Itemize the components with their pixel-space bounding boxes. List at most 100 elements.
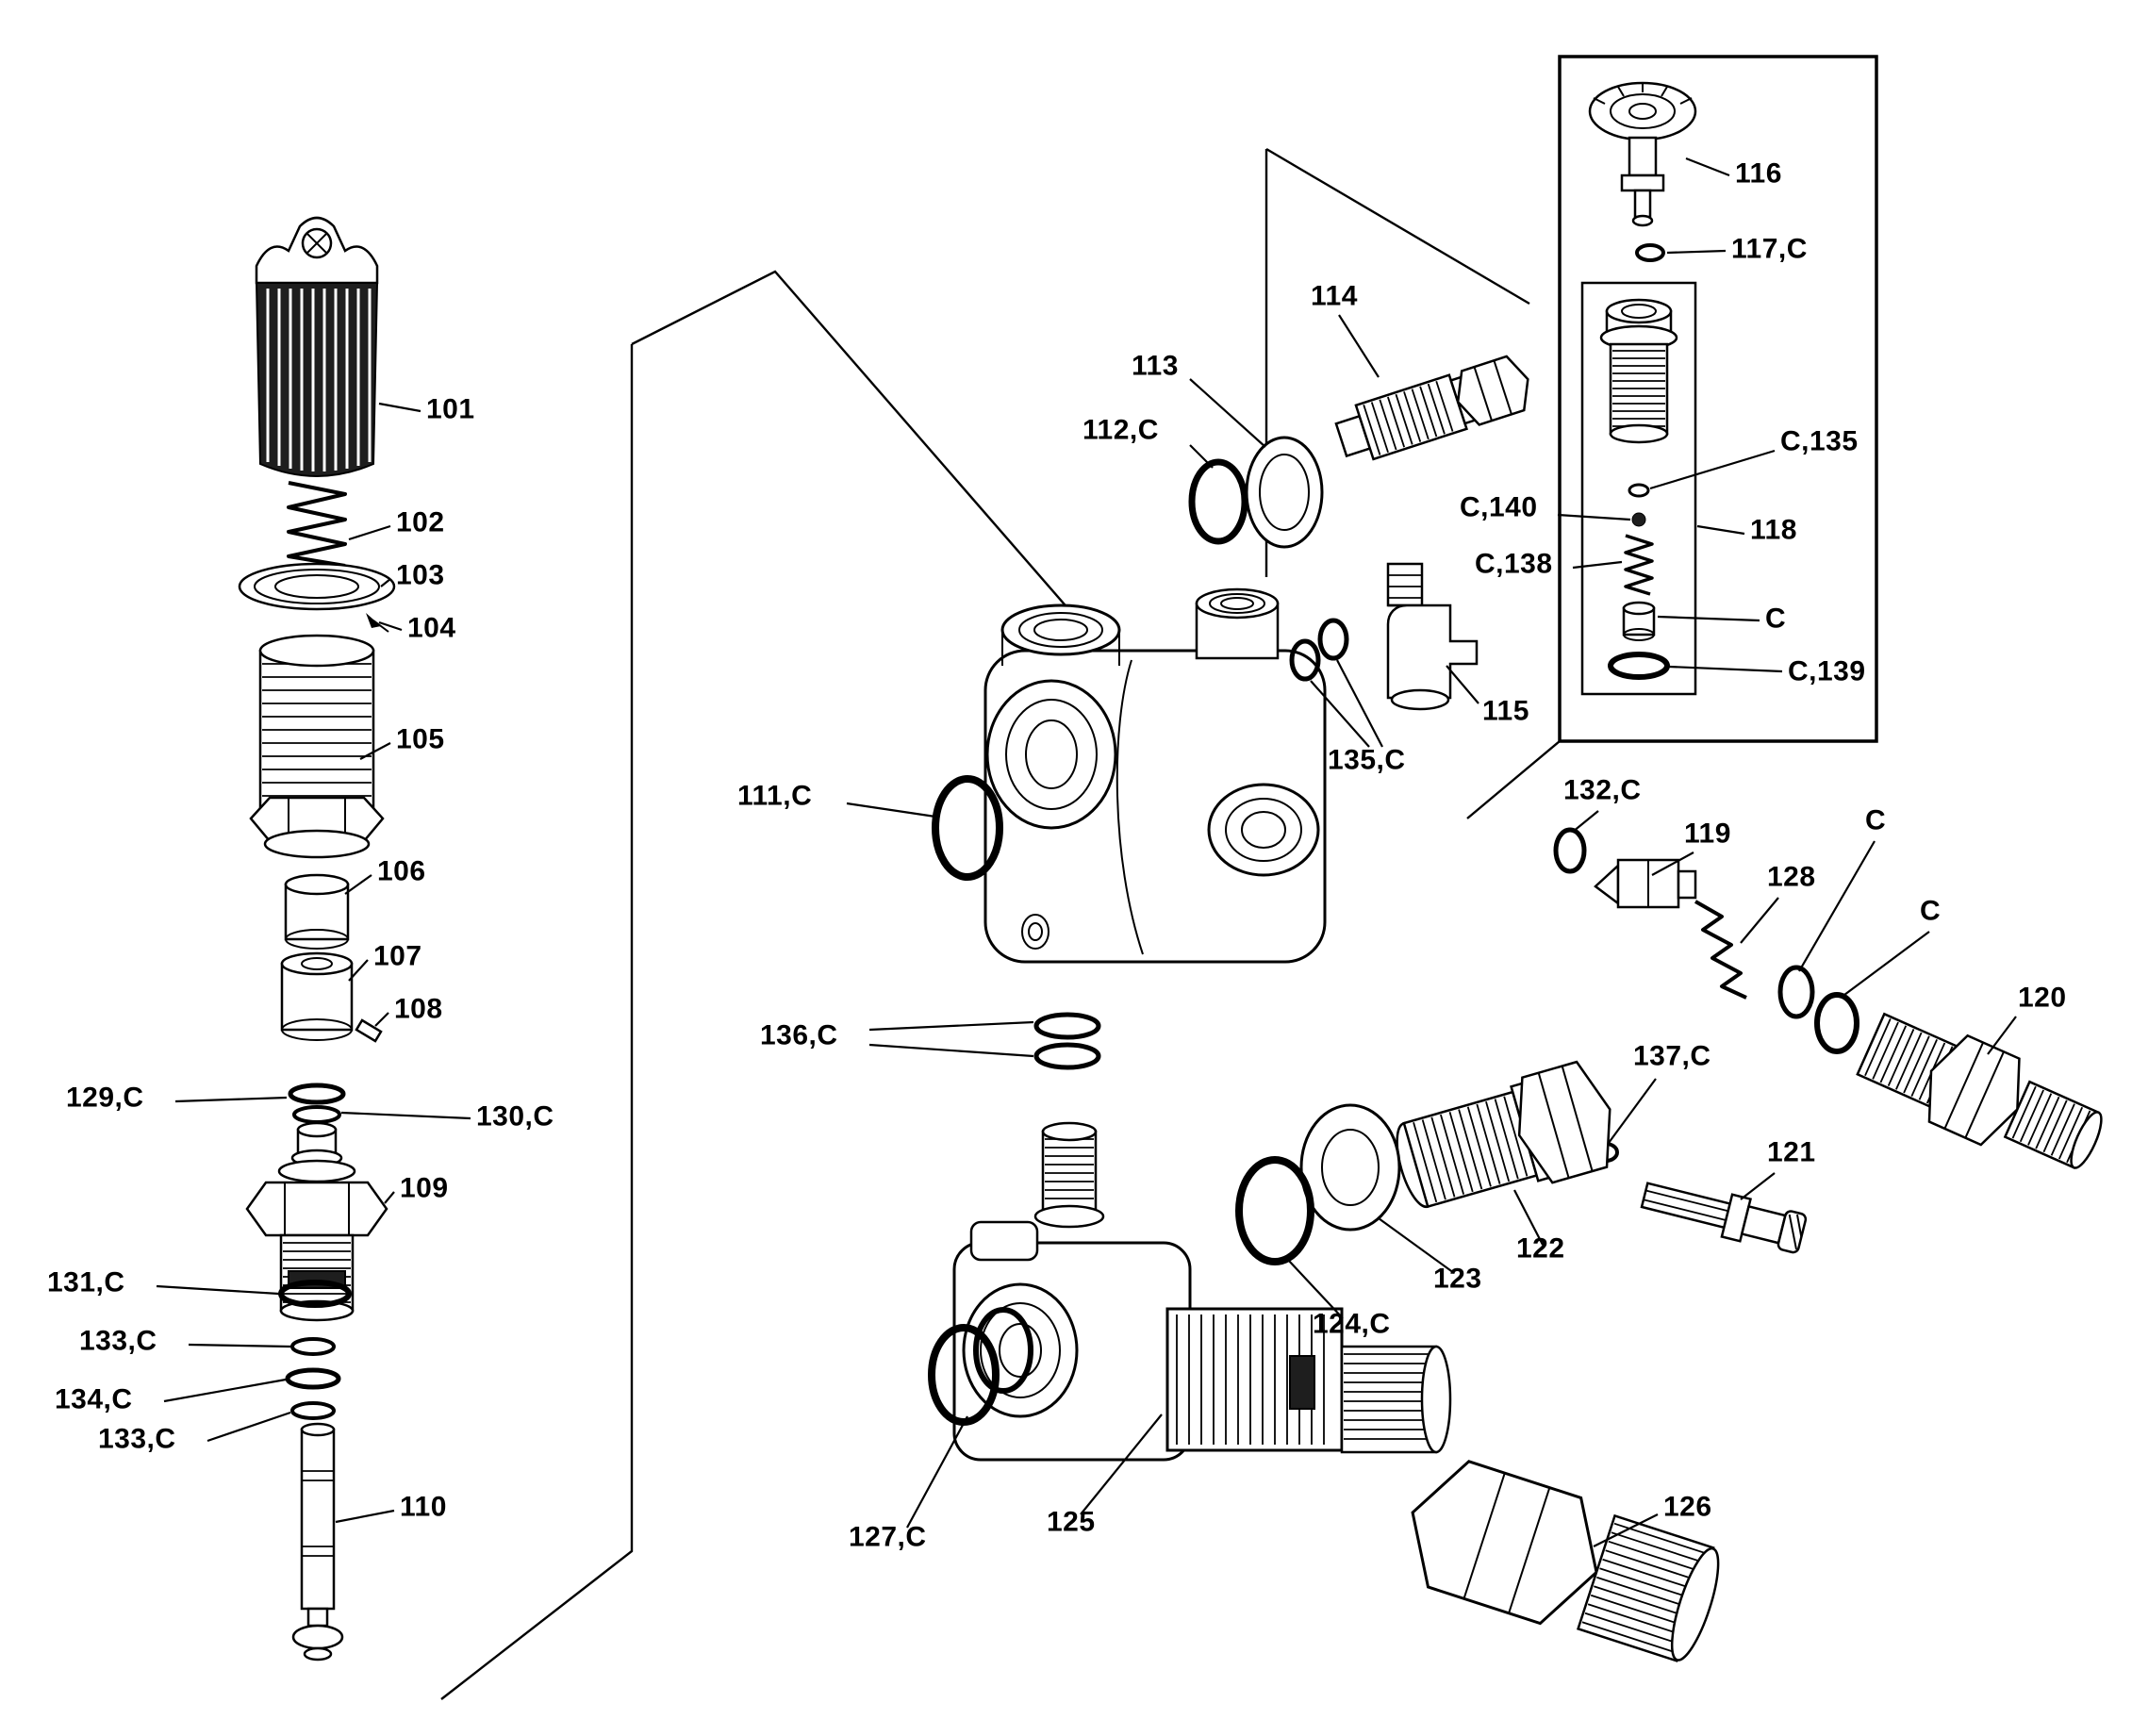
leader-line-113: [1189, 378, 1266, 448]
part-c138-spring: [1624, 534, 1654, 596]
part-label-109: 109: [400, 1172, 449, 1204]
leader-line-121: [1740, 1172, 1776, 1200]
part-label-128: 128: [1767, 861, 1816, 893]
part-label-121: 121: [1767, 1136, 1816, 1168]
manifold-body: [983, 587, 1327, 964]
leader-line-136C: [868, 1020, 1034, 1032]
boundary-lines: [440, 147, 1561, 1700]
part-116-knob: [1588, 81, 1697, 227]
part-label-131C: 131,C: [47, 1266, 125, 1298]
part-123-washer: [1299, 1103, 1401, 1232]
leader-line-107: [348, 959, 369, 982]
part-label-103: 103: [396, 559, 445, 591]
leader-line-133Ca: [188, 1343, 291, 1348]
leader-line-108: [374, 1012, 389, 1027]
part-label-132C: 132,C: [1563, 774, 1642, 806]
part-label-135C: 135,C: [1328, 744, 1406, 776]
leader-line-118: [1696, 524, 1745, 536]
leader-line-C140: [1557, 513, 1631, 521]
part-label-125: 125: [1047, 1506, 1096, 1538]
leader-line-135C: [1336, 659, 1383, 748]
part-124-oring: [1235, 1156, 1314, 1265]
leader-line-134C: [163, 1378, 287, 1403]
part-128-spring: [1694, 900, 1747, 1000]
leader-line-101: [378, 402, 421, 413]
leader-lines: [156, 157, 2017, 1547]
part-105-cylinder: [249, 634, 385, 859]
part-label-107: 107: [373, 940, 422, 972]
leader-line-122: [1513, 1189, 1544, 1246]
part-110-rod: [291, 1422, 344, 1662]
part-label-129C: 129,C: [66, 1082, 144, 1114]
part-label-111C: 111,C: [737, 780, 813, 812]
leader-line-137C: [1608, 1078, 1657, 1144]
part-134-oring: [285, 1367, 341, 1390]
part-label-Ccup: C: [1765, 603, 1787, 635]
leader-line-112C: [1189, 444, 1214, 469]
part-label-137C: 137,C: [1633, 1040, 1711, 1072]
part-101-knob: [255, 216, 379, 477]
leader-line-117C: [1666, 249, 1727, 255]
leader-line-105: [359, 742, 391, 760]
leader-line-131C: [156, 1284, 280, 1296]
leader-line-125: [1080, 1414, 1163, 1515]
part-111-oring: [932, 775, 1003, 881]
leader-line-126: [1593, 1513, 1659, 1547]
part-label-119: 119: [1684, 818, 1731, 850]
leader-line-Ccup: [1657, 615, 1760, 622]
part-107-piston: [280, 951, 354, 1041]
part-label-105: 105: [396, 723, 445, 755]
part-c139-oring: [1608, 652, 1670, 680]
part-106-spacer: [284, 873, 350, 950]
part-label-C138: C,138: [1475, 548, 1553, 580]
part-label-104: 104: [407, 612, 456, 644]
part-label-113: 113: [1132, 350, 1179, 382]
part-102-spring: [287, 481, 347, 568]
part-label-133Ca: 133,C: [79, 1325, 157, 1357]
part-label-106: 106: [377, 855, 426, 887]
part-label-127C: 127,C: [849, 1521, 927, 1553]
part-label-123: 123: [1433, 1263, 1482, 1295]
part-label-122: 122: [1516, 1232, 1565, 1265]
part-119-valve: [1594, 858, 1697, 909]
part-104-pin: [366, 613, 389, 633]
part-109-valve: [245, 1121, 388, 1322]
part-133a-oring: [290, 1337, 336, 1356]
detail-box: [1558, 55, 1878, 743]
leader-line-110: [335, 1509, 395, 1524]
leader-line-130C: [340, 1111, 471, 1120]
part-label-112C: 112,C: [1083, 414, 1159, 446]
part-label-Cr2: C: [1920, 895, 1942, 927]
leader-line-124C: [1287, 1259, 1344, 1319]
part-136-orings: [1033, 1012, 1101, 1070]
leader-line-109: [384, 1191, 395, 1204]
leader-line-135C: [1310, 680, 1370, 748]
leader-line-Cr2: [1840, 931, 1930, 999]
part-label-C140: C,140: [1460, 491, 1538, 523]
leader-line-106: [344, 874, 372, 895]
part-118-valve-assembly: [1599, 298, 1678, 444]
leader-line-114: [1338, 314, 1380, 378]
part-label-126: 126: [1663, 1491, 1712, 1523]
leader-line-129C: [174, 1096, 288, 1103]
part-117-oring: [1635, 243, 1665, 262]
part-120-fitting: [1856, 1012, 2103, 1169]
leader-line-116: [1685, 157, 1730, 177]
leader-line-C135: [1649, 449, 1776, 490]
part-label-110: 110: [400, 1491, 447, 1523]
part-129-130-orings: [288, 1083, 346, 1124]
leader-line-127C: [906, 1415, 968, 1529]
part-label-133Cb: 133,C: [98, 1423, 176, 1455]
part-label-120: 120: [2018, 982, 2067, 1014]
leader-line-C138: [1572, 560, 1623, 570]
part-label-116: 116: [1735, 157, 1782, 190]
part-label-117C: 117,C: [1731, 233, 1808, 265]
part-108-pin: [355, 1018, 383, 1043]
leader-line-133Cb: [207, 1411, 291, 1443]
leader-line-128: [1740, 897, 1779, 944]
part-135-orings: [1289, 618, 1349, 682]
part-label-101: 101: [426, 393, 475, 425]
leader-line-103: [380, 578, 391, 587]
